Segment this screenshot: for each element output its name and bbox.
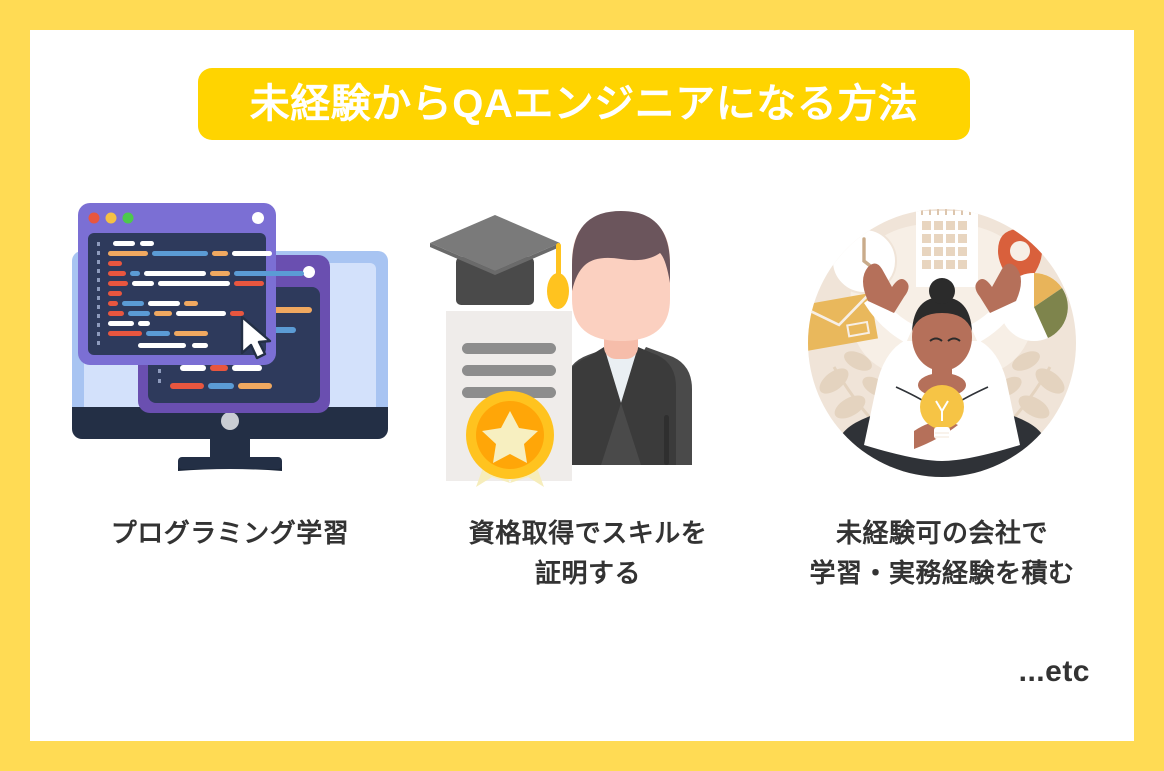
back-window-dot xyxy=(303,266,315,278)
hand-left xyxy=(863,263,909,313)
tassel-knot xyxy=(547,273,569,309)
caption-certification: 資格取得でスキルを 証明する xyxy=(418,513,758,594)
step-card-certification: 資格取得でスキルを 証明する xyxy=(418,195,758,635)
monitor-power-button xyxy=(221,412,239,430)
page-title: 未経験からQAエンジニアになる方法 xyxy=(249,82,919,126)
monitor-illustration-svg xyxy=(72,203,388,471)
caption-line-2: 学習・実務経験を積む xyxy=(809,558,1075,589)
step-card-work-experience: 未経験可の会社で 学習・実務経験を積む xyxy=(772,195,1112,635)
poster-canvas: 未経験からQAエンジニアになる方法 xyxy=(30,30,1134,741)
step-card-programming-study: プログラミング学習 xyxy=(60,195,400,635)
hair xyxy=(912,297,972,331)
cap-base xyxy=(456,257,534,305)
sleeve-seam xyxy=(664,415,669,465)
front-window-dot[interactable] xyxy=(252,212,264,224)
caption-work-experience: 未経験可の会社で 学習・実務経験を積む xyxy=(772,513,1112,594)
code-window-front xyxy=(78,203,304,365)
front-window-gutter-dots xyxy=(97,242,100,345)
etc-label: ...etc xyxy=(1018,655,1090,688)
window-maximize-dot[interactable] xyxy=(122,212,134,224)
sleeve-left xyxy=(864,293,914,343)
caption-line-1: プログラミング学習 xyxy=(110,518,350,548)
hand-right xyxy=(975,263,1021,313)
front-window-code-lines xyxy=(108,241,304,348)
illustration-graduate-with-certificate xyxy=(418,195,758,495)
graduation-cap-icon xyxy=(430,215,569,309)
mouse-cursor-icon xyxy=(240,315,272,360)
face xyxy=(912,303,972,371)
sleeve-right xyxy=(970,293,1020,343)
envelope-icon xyxy=(808,292,878,351)
caption-line-1: 資格取得でスキルを xyxy=(468,518,708,548)
lapel-right xyxy=(621,347,676,465)
hair xyxy=(572,211,670,291)
cap-board xyxy=(430,215,560,271)
window-close-dot[interactable] xyxy=(88,212,100,224)
tassel-cord xyxy=(556,243,561,279)
lapel-left xyxy=(566,347,621,465)
certificate-document xyxy=(446,311,572,487)
workspace-circle-illustration-svg xyxy=(808,209,1076,477)
medal-star-icon xyxy=(482,411,538,463)
hair-bun xyxy=(929,278,955,304)
eye-left xyxy=(929,337,943,342)
illustration-desktop-monitor-code-editor xyxy=(60,195,400,495)
graduate-person xyxy=(566,211,692,465)
illustration-meditating-woman xyxy=(772,195,1112,495)
caption-line-2: 証明する xyxy=(534,558,641,589)
caption-programming-study: プログラミング学習 xyxy=(60,513,400,553)
graduate-illustration-svg xyxy=(430,211,692,487)
title-banner: 未経験からQAエンジニアになる方法 xyxy=(198,68,970,140)
lightbulb-icon xyxy=(920,385,964,439)
certificate-line-1 xyxy=(462,343,556,354)
window-minimize-dot[interactable] xyxy=(105,212,117,224)
calendar-icon xyxy=(916,209,978,287)
eye-right xyxy=(947,337,961,342)
certificate-line-2 xyxy=(462,365,556,376)
caption-line-1: 未経験可の会社で xyxy=(835,518,1048,548)
monitor-foot-base xyxy=(178,457,282,469)
